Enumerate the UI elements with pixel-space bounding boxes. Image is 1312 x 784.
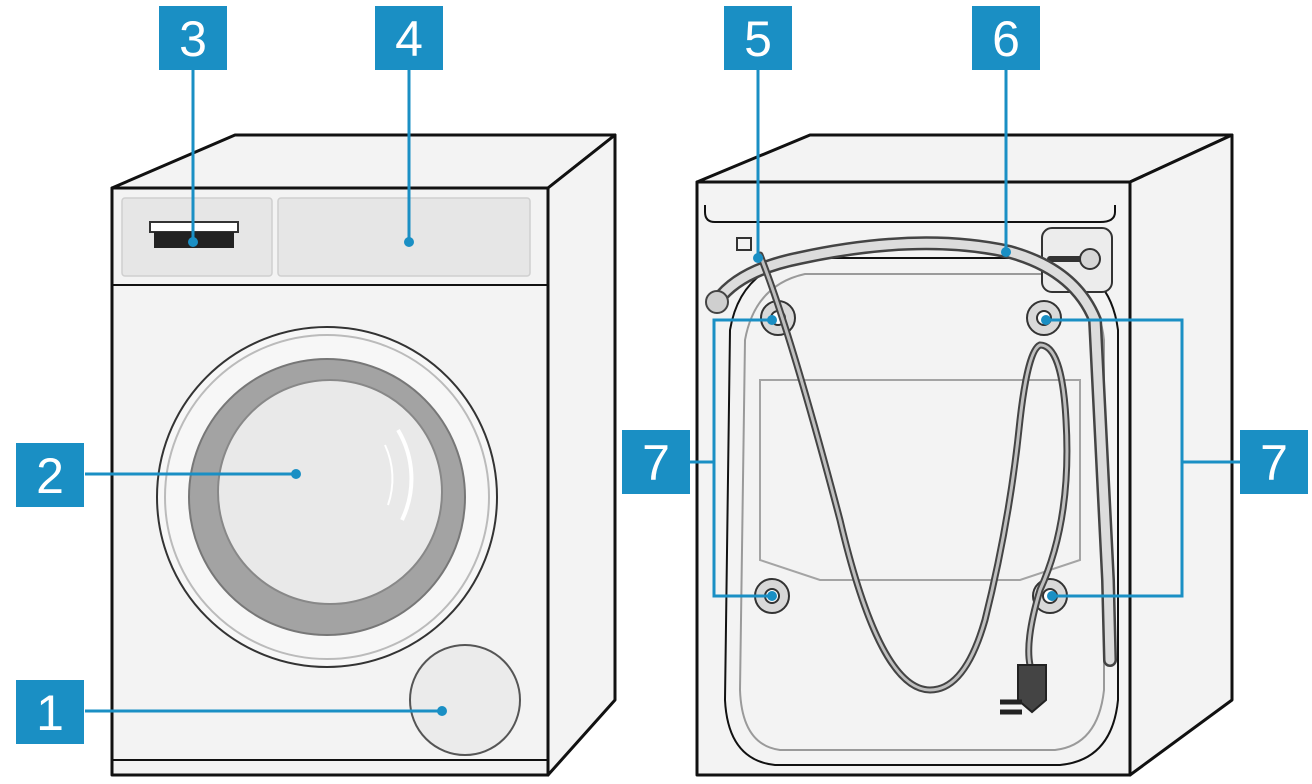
callout-badge-2: 2 xyxy=(16,443,84,507)
callout-badge-4: 4 xyxy=(375,6,443,70)
callout-label-1: 1 xyxy=(36,685,64,741)
callout-label-7-left: 7 xyxy=(642,435,670,491)
callout-badge-3: 3 xyxy=(159,6,227,70)
callout-label-3: 3 xyxy=(179,11,207,67)
callout-badge-6: 6 xyxy=(972,6,1040,70)
callout-badge-1: 1 xyxy=(16,680,84,744)
front-top-face xyxy=(112,135,615,188)
service-flap xyxy=(410,645,520,755)
callout-label-7-right: 7 xyxy=(1260,435,1288,491)
callout-badge-5: 5 xyxy=(724,6,792,70)
callout-label-5: 5 xyxy=(744,11,772,67)
rear-view-machine xyxy=(697,135,1232,775)
front-view-machine xyxy=(112,135,615,775)
callout-label-6: 6 xyxy=(992,11,1020,67)
door-glass xyxy=(218,380,442,604)
callout-badge-7-right: 7 xyxy=(1240,430,1308,494)
callout-label-2: 2 xyxy=(36,448,64,504)
control-panel xyxy=(278,198,530,276)
callout-label-4: 4 xyxy=(395,11,423,67)
front-side-face xyxy=(548,135,615,775)
callout-badge-7-left: 7 xyxy=(622,430,690,494)
